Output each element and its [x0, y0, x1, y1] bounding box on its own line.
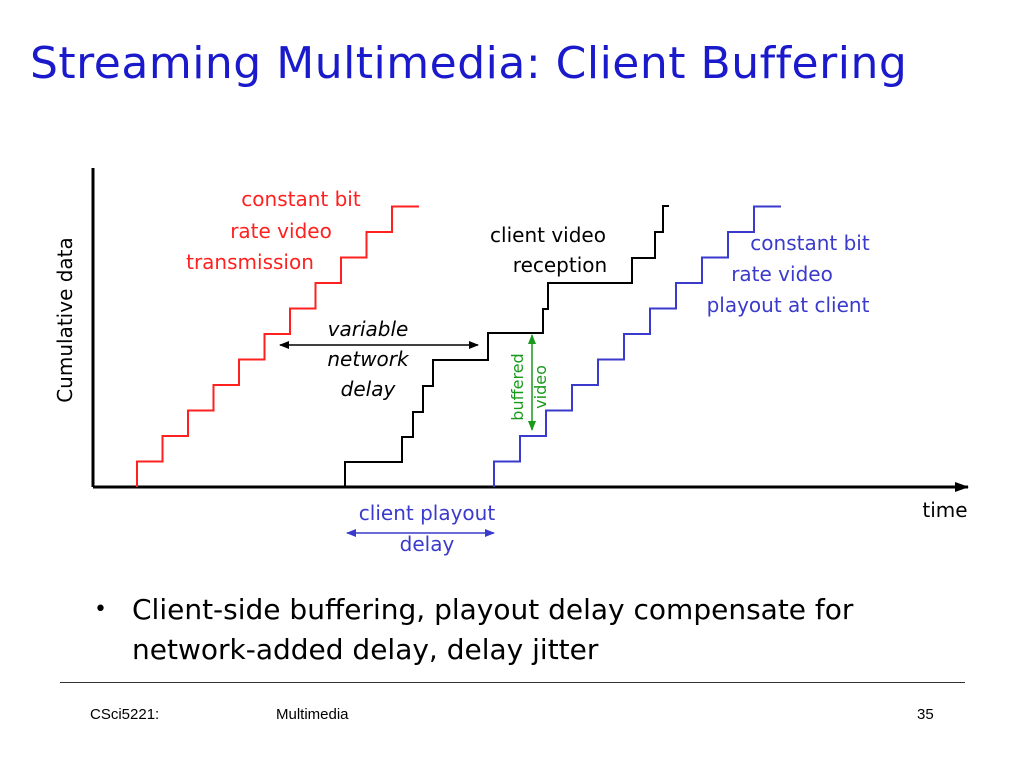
y-axis-label: Cumulative data	[53, 237, 77, 403]
cbr-playout-label-line-1: constant bit	[750, 231, 870, 255]
cbr-transmission-label-line-1: constant bit	[241, 187, 361, 211]
footer-divider	[60, 682, 965, 683]
client-reception-staircase	[344, 205, 669, 487]
footer-topic: Multimedia	[276, 706, 349, 723]
cbr-playout-staircase	[493, 205, 781, 487]
slide-title: Streaming Multimedia: Client Buffering	[30, 38, 908, 89]
buffered-video-label-line-1: buffered	[508, 353, 527, 420]
client-reception-label-line-1: client video	[490, 223, 606, 247]
footer-course: CSci5221:	[90, 706, 160, 723]
bullet-item: • Client-side buffering, playout delay c…	[92, 590, 952, 670]
cbr-playout-label-line-3: playout at client	[707, 293, 870, 317]
x-axis-label: time	[922, 498, 967, 522]
network-delay-label-line-2: network	[327, 347, 410, 371]
network-delay-label-line-3: delay	[341, 377, 397, 401]
cbr-transmission-staircase	[136, 205, 419, 487]
cbr-transmission-label-line-2: rate video	[230, 219, 332, 243]
cbr-playout-label-line-2: rate video	[731, 262, 833, 286]
bullet-dot-icon: •	[94, 597, 107, 622]
client-reception-label-line-2: reception	[513, 253, 607, 277]
buffering-diagram: Cumulative data time constant bit rate v…	[53, 168, 969, 556]
footer-page-number: 35	[917, 706, 934, 723]
playout-delay-label-line-2: delay	[400, 532, 455, 556]
cbr-transmission-label-line-3: transmission	[186, 250, 314, 274]
playout-delay-label-line-1: client playout	[359, 501, 496, 525]
buffered-video-label-line-2: video	[531, 365, 550, 409]
bullet-text: Client-side buffering, playout delay com…	[132, 593, 854, 666]
network-delay-label-line-1: variable	[328, 317, 409, 341]
bullet-list: • Client-side buffering, playout delay c…	[92, 590, 952, 670]
